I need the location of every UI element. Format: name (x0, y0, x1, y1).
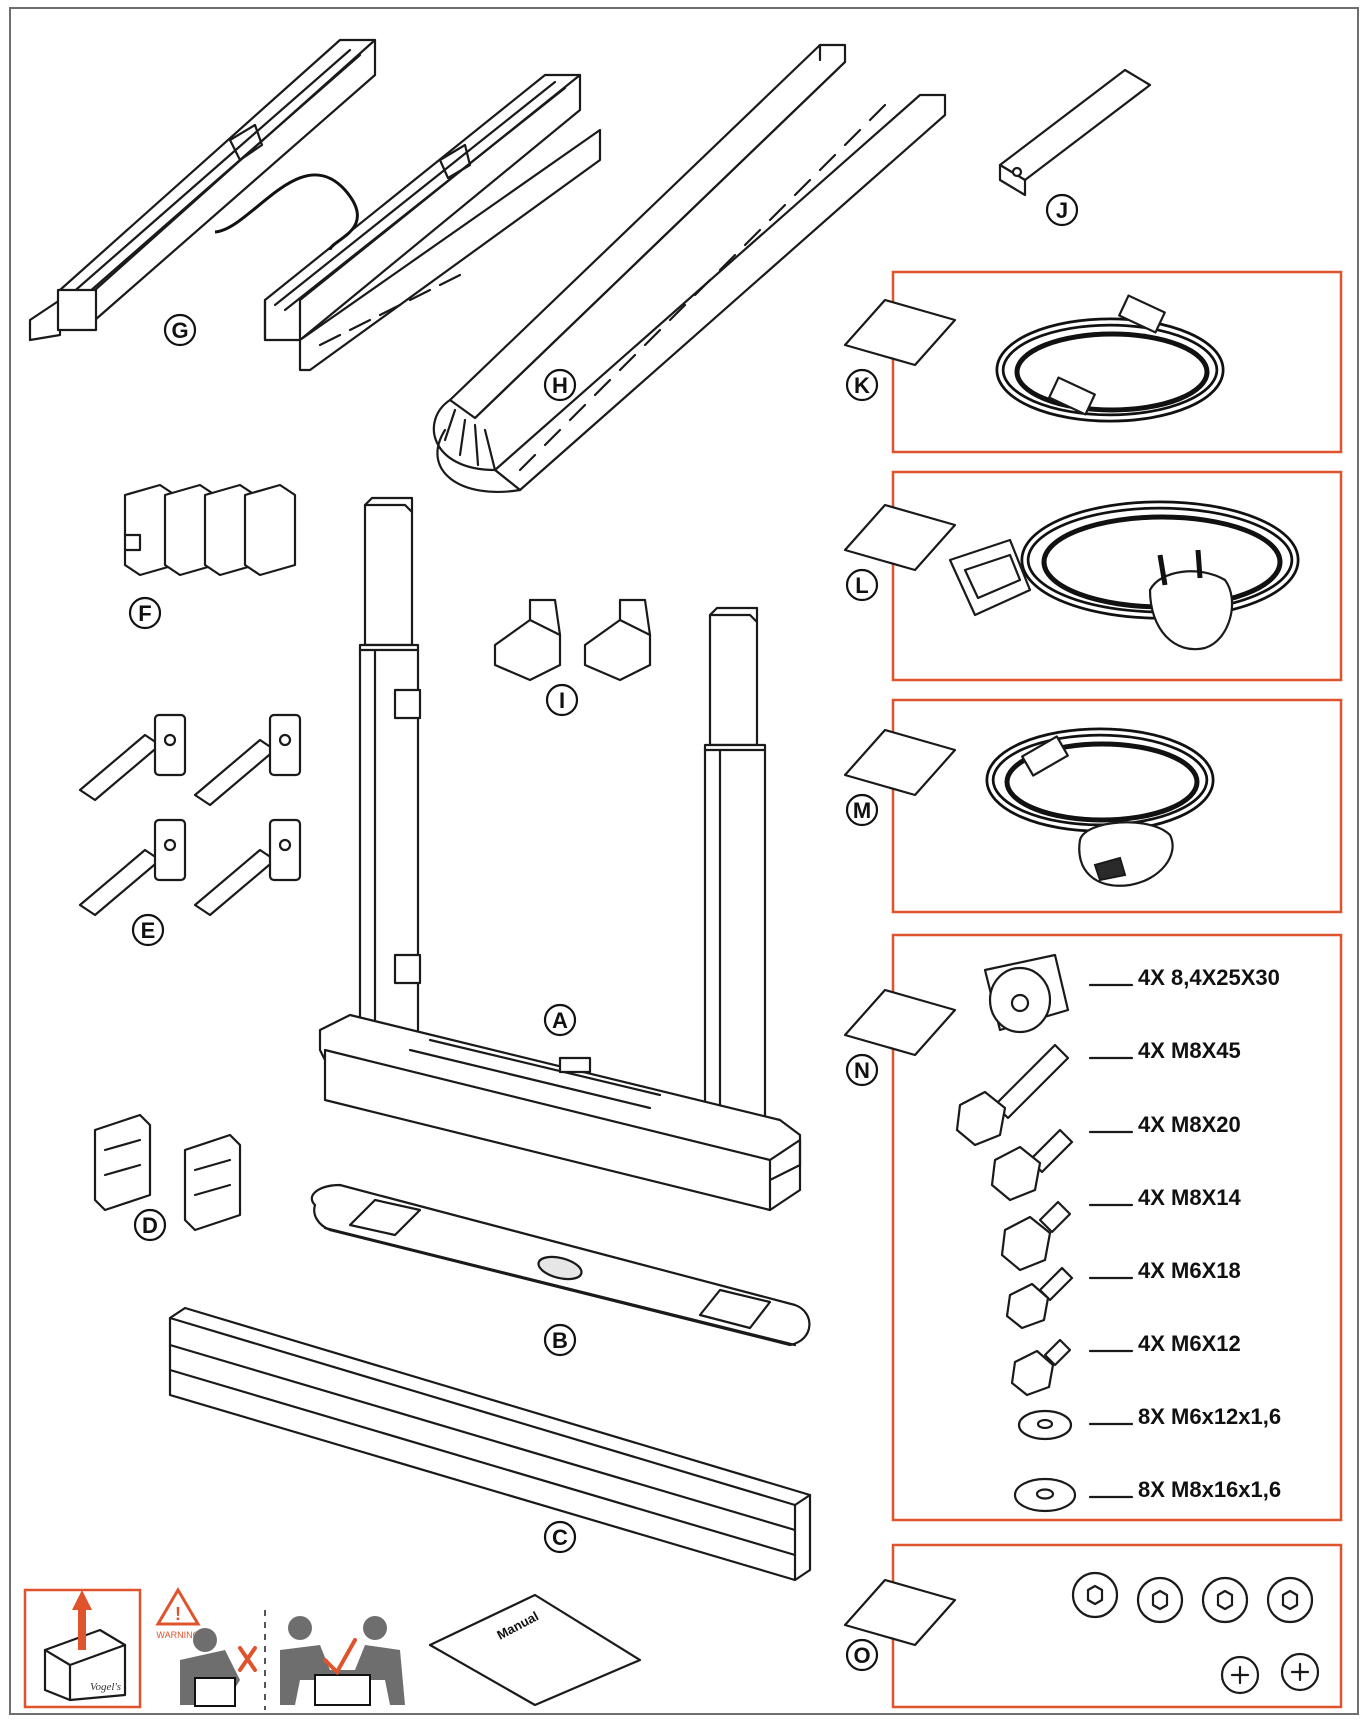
bolt-m8x14-spec: 4X M8X14 (1138, 1185, 1241, 1210)
label-i: I (545, 683, 579, 717)
label-f: F (128, 596, 162, 630)
label-h: H (543, 368, 577, 402)
label-o-text: O (853, 1643, 870, 1668)
label-n: N (845, 1053, 879, 1087)
warning-label-text: WARNING (156, 1630, 199, 1640)
part-e-brackets (78, 713, 302, 917)
part-a-frame (318, 496, 802, 1212)
open-box-frame (23, 1588, 142, 1709)
part-f-end-caps (123, 483, 297, 577)
page-frame (9, 7, 1359, 1715)
label-g-text: G (171, 318, 188, 343)
part-i-clips (493, 598, 652, 682)
label-k-text: K (854, 373, 870, 398)
wrong-lift-icon (180, 1628, 257, 1707)
label-l: L (845, 568, 879, 602)
label-a-text: A (552, 1008, 568, 1033)
bolt-m6x18-drawing (1005, 1266, 1074, 1330)
label-n-text: N (854, 1058, 870, 1083)
label-c-text: C (552, 1525, 568, 1550)
label-e-text: E (141, 918, 156, 943)
screws-o-drawing (1071, 1571, 1320, 1695)
label-h-text: H (552, 373, 568, 398)
bolt-m8x20-drawing (990, 1128, 1074, 1202)
label-e: E (131, 913, 165, 947)
washer-m8-spec: 8X M8x16x1,6 (1138, 1477, 1281, 1502)
correct-lift-icon (280, 1616, 405, 1706)
power-cable-l (948, 500, 1300, 651)
washer-m6-spec: 8X M6x12x1,6 (1138, 1404, 1281, 1429)
box-m (891, 698, 1343, 914)
bolt-m8x14-drawing (1000, 1200, 1072, 1272)
box-brand-text: Vogel's (90, 1681, 121, 1693)
part-j-bracket (998, 68, 1152, 197)
part-h-cable-chain (432, 43, 947, 493)
warning-triangle-icon: ! WARNING (155, 1587, 201, 1640)
box-n (891, 933, 1343, 1522)
box-k (891, 270, 1343, 454)
part-b-foot-plate (310, 1183, 811, 1347)
label-b-text: B (552, 1328, 568, 1353)
bag-l (843, 503, 957, 572)
washer-m8-drawing (1013, 1477, 1077, 1513)
label-g: G (163, 313, 197, 347)
box-o (891, 1543, 1343, 1709)
open-box-icon: Vogel's (43, 1590, 127, 1702)
bolt-m6x12-drawing (1010, 1338, 1072, 1397)
bolt-m6x12-spec: 4X M6X12 (1138, 1331, 1241, 1356)
network-cable-k (995, 294, 1225, 423)
part-d-end-clips (93, 1113, 242, 1232)
spacer-drawing (983, 953, 1070, 1034)
bolt-m8x45-drawing (955, 1043, 1070, 1147)
label-d-text: D (142, 1213, 158, 1238)
manual-icon: Manual (428, 1593, 642, 1707)
bag-n (843, 988, 957, 1057)
washer-m6-drawing (1017, 1409, 1073, 1441)
bolt-m6x18-spec: 4X M6X18 (1138, 1258, 1241, 1283)
label-d: D (133, 1208, 167, 1242)
label-f-text: F (138, 601, 151, 626)
label-j: J (1045, 193, 1079, 227)
spacer-spec: 4X 8,4X25X30 (1138, 965, 1280, 990)
label-k: K (845, 368, 879, 402)
label-l-text: L (855, 573, 868, 598)
label-m-text: M (853, 798, 871, 823)
bolt-m8x20-spec: 4X M8X20 (1138, 1112, 1241, 1137)
svg-text:!: ! (175, 1604, 181, 1624)
part-g-rails (28, 38, 602, 372)
label-m: M (845, 793, 879, 827)
handset-cable-m (985, 727, 1215, 887)
label-b: B (543, 1323, 577, 1357)
bolt-m8x45-spec: 4X M8X45 (1138, 1038, 1241, 1063)
label-j-text: J (1056, 198, 1068, 223)
part-c-cover-bar (168, 1306, 812, 1582)
label-c: C (543, 1520, 577, 1554)
label-o: O (845, 1638, 879, 1672)
bag-m (843, 728, 957, 797)
bag-k (843, 298, 957, 367)
label-i-text: I (559, 688, 565, 713)
label-a: A (543, 1003, 577, 1037)
box-l (891, 470, 1343, 682)
bag-o (843, 1578, 957, 1647)
